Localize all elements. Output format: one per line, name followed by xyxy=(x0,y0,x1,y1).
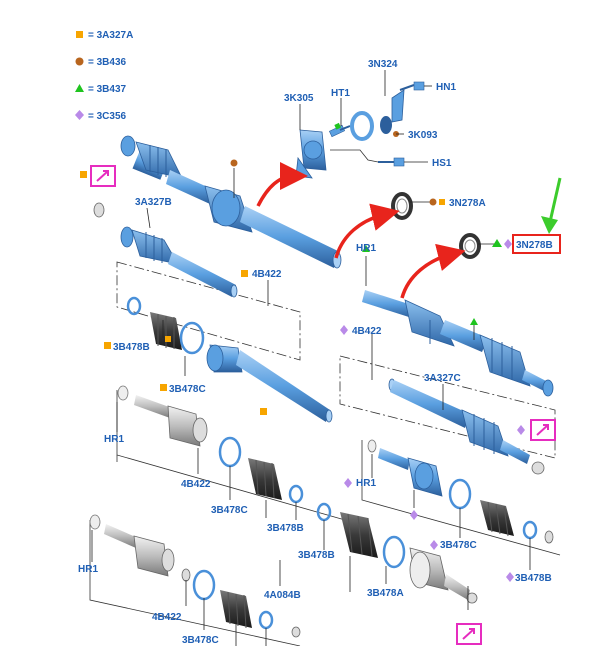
legend-item-3a327a: = 3A327A xyxy=(88,30,133,41)
part-labels: 3K305 HT1 3N324 HN1 3K093 HS1 3N278A 3N2… xyxy=(78,59,561,646)
legend-item-3b436: = 3B436 xyxy=(88,57,127,68)
label-hr1-bottom[interactable]: HR1 xyxy=(78,564,98,575)
legend-brown-circle-icon xyxy=(75,57,84,66)
label-3k093[interactable]: 3K093 xyxy=(408,130,438,141)
red-arrow-to-seal-a xyxy=(334,203,400,259)
legend-green-triangle-icon xyxy=(75,84,84,92)
legend-item-3b437: = 3B437 xyxy=(88,84,127,95)
label-3b478c-left[interactable]: 3B478C xyxy=(169,384,206,395)
label-4b422-mid[interactable]: 4B422 xyxy=(181,479,211,490)
label-4b422-top[interactable]: 4B422 xyxy=(252,269,282,280)
label-4b422-bottom[interactable]: 4B422 xyxy=(152,612,182,623)
alignment-lines xyxy=(89,261,561,646)
location-arrow-icon-bottom[interactable] xyxy=(456,623,482,645)
label-hn1[interactable]: HN1 xyxy=(436,82,456,93)
label-3n324[interactable]: 3N324 xyxy=(368,59,398,70)
seal-3n278a xyxy=(391,192,445,220)
seal-3n278b xyxy=(459,233,512,259)
label-ht1[interactable]: HT1 xyxy=(331,88,350,99)
label-3n278b[interactable]: 3N278B xyxy=(516,240,553,251)
label-3a327c[interactable]: 3A327C xyxy=(424,373,461,384)
label-3b478c-mid[interactable]: 3B478C xyxy=(211,505,248,516)
label-3b478b-mid[interactable]: 3B478B xyxy=(267,523,304,534)
label-3b478b-right[interactable]: 3B478B xyxy=(515,573,552,584)
legend: = 3A327A = 3B436 = 3B437 = 3C356 xyxy=(75,30,133,122)
halfshaft-3a327c xyxy=(388,378,530,464)
green-callout-arrow-icon xyxy=(541,177,562,234)
triangle-marker-right-shaft xyxy=(470,318,478,325)
legend-purple-diamond-icon xyxy=(75,110,84,120)
main-halfshaft-right xyxy=(362,290,554,397)
label-3k305[interactable]: 3K305 xyxy=(284,93,314,104)
legend-orange-square-icon xyxy=(76,31,83,38)
location-arrow-icon-right[interactable] xyxy=(517,419,556,441)
label-hr1-mid[interactable]: HR1 xyxy=(104,434,124,445)
leader-lines xyxy=(91,70,531,646)
label-3b478c-right[interactable]: 3B478C xyxy=(440,540,477,551)
label-4a084b[interactable]: 4A084B xyxy=(264,590,301,601)
left-exploded-parts xyxy=(126,296,333,423)
lower-left-exploded-parts xyxy=(117,385,478,604)
label-hs1[interactable]: HS1 xyxy=(432,158,452,169)
knuckle-assembly xyxy=(295,81,425,179)
label-4b422-right[interactable]: 4B422 xyxy=(352,326,382,337)
red-arrow-to-knuckle xyxy=(256,162,308,207)
label-3b478c-bottom[interactable]: 3B478C xyxy=(182,635,219,646)
label-hr1-top[interactable]: HR1 xyxy=(356,243,376,254)
halfshaft-3a327b xyxy=(120,226,238,298)
highlight-box-3n278b xyxy=(512,234,561,254)
label-3a327b[interactable]: 3A327B xyxy=(135,197,172,208)
red-arrow-to-seal-b xyxy=(400,243,466,299)
label-3b478b-lower[interactable]: 3B478B xyxy=(298,550,335,561)
legend-item-3c356: = 3C356 xyxy=(88,111,127,122)
label-3b478a[interactable]: 3B478A xyxy=(367,588,404,599)
label-3b478b-left[interactable]: 3B478B xyxy=(113,342,150,353)
location-arrow-icon-top[interactable] xyxy=(80,165,116,187)
label-3n278a[interactable]: 3N278A xyxy=(449,198,486,209)
bottom-left-exploded-parts xyxy=(89,514,301,638)
right-lower-exploded-parts xyxy=(367,439,554,544)
label-hr1-right[interactable]: HR1 xyxy=(356,478,376,489)
